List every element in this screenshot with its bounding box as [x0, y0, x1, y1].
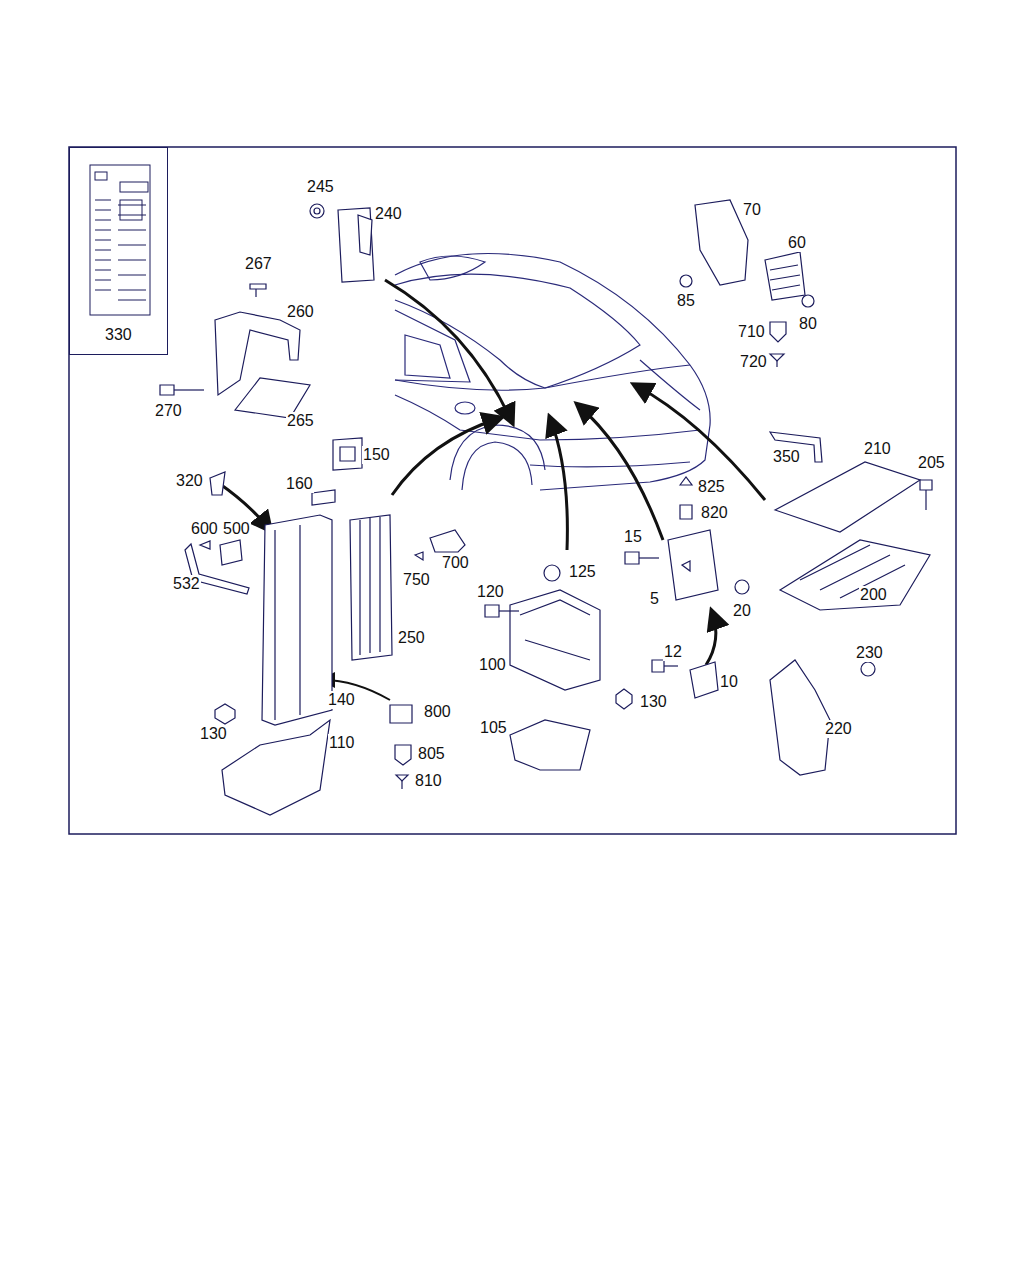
- callout-number: 245: [306, 178, 335, 196]
- callout-number: 15: [623, 528, 643, 546]
- callout-number: 240: [374, 205, 403, 223]
- callout-number: 150: [362, 446, 391, 464]
- callout-number: 825: [697, 478, 726, 496]
- callout-number: 820: [700, 504, 729, 522]
- callout-number: 80: [798, 315, 818, 333]
- callout-number: 20: [732, 602, 752, 620]
- callout-number: 85: [676, 292, 696, 310]
- callout-number: 5: [649, 590, 660, 608]
- callout-number: 532: [172, 575, 201, 593]
- callout-number: 130: [199, 725, 228, 743]
- callout-number: 750: [402, 571, 431, 589]
- callout-number: 600: [190, 520, 219, 538]
- callout-number: 12: [663, 643, 683, 661]
- callout-number: 265: [286, 412, 315, 430]
- callout-number: 500: [222, 520, 251, 538]
- callout-number: 105: [479, 719, 508, 737]
- callout-number: 160: [285, 475, 314, 493]
- callout-number: 267: [244, 255, 273, 273]
- callout-number: 220: [824, 720, 853, 738]
- callout-number: 250: [397, 629, 426, 647]
- inset-box: 330: [69, 147, 168, 355]
- callout-number: 230: [855, 644, 884, 662]
- callout-number: 700: [441, 554, 470, 572]
- callout-number: 805: [417, 745, 446, 763]
- callout-number: 350: [772, 448, 801, 466]
- callout-number: 200: [859, 586, 888, 604]
- callout-number: 120: [476, 583, 505, 601]
- callout-number: 70: [742, 201, 762, 219]
- callout-number: 800: [423, 703, 452, 721]
- callout-number: 205: [917, 454, 946, 472]
- callout-number: 140: [327, 691, 356, 709]
- callout-number: 110: [328, 734, 356, 752]
- callout-number: 125: [568, 563, 597, 581]
- callout-number: 210: [863, 440, 892, 458]
- callout-number: 320: [175, 472, 204, 490]
- callout-number: 100: [478, 656, 507, 674]
- callout-number: 60: [787, 234, 807, 252]
- callout-number: 810: [414, 772, 443, 790]
- callout-number: 710: [737, 323, 766, 341]
- callout-number: 10: [719, 673, 739, 691]
- callout-number: 270: [154, 402, 183, 420]
- callout-number: 330: [105, 326, 132, 344]
- callout-number: 130: [639, 693, 668, 711]
- callout-number: 260: [286, 303, 315, 321]
- callout-number: 720: [739, 353, 768, 371]
